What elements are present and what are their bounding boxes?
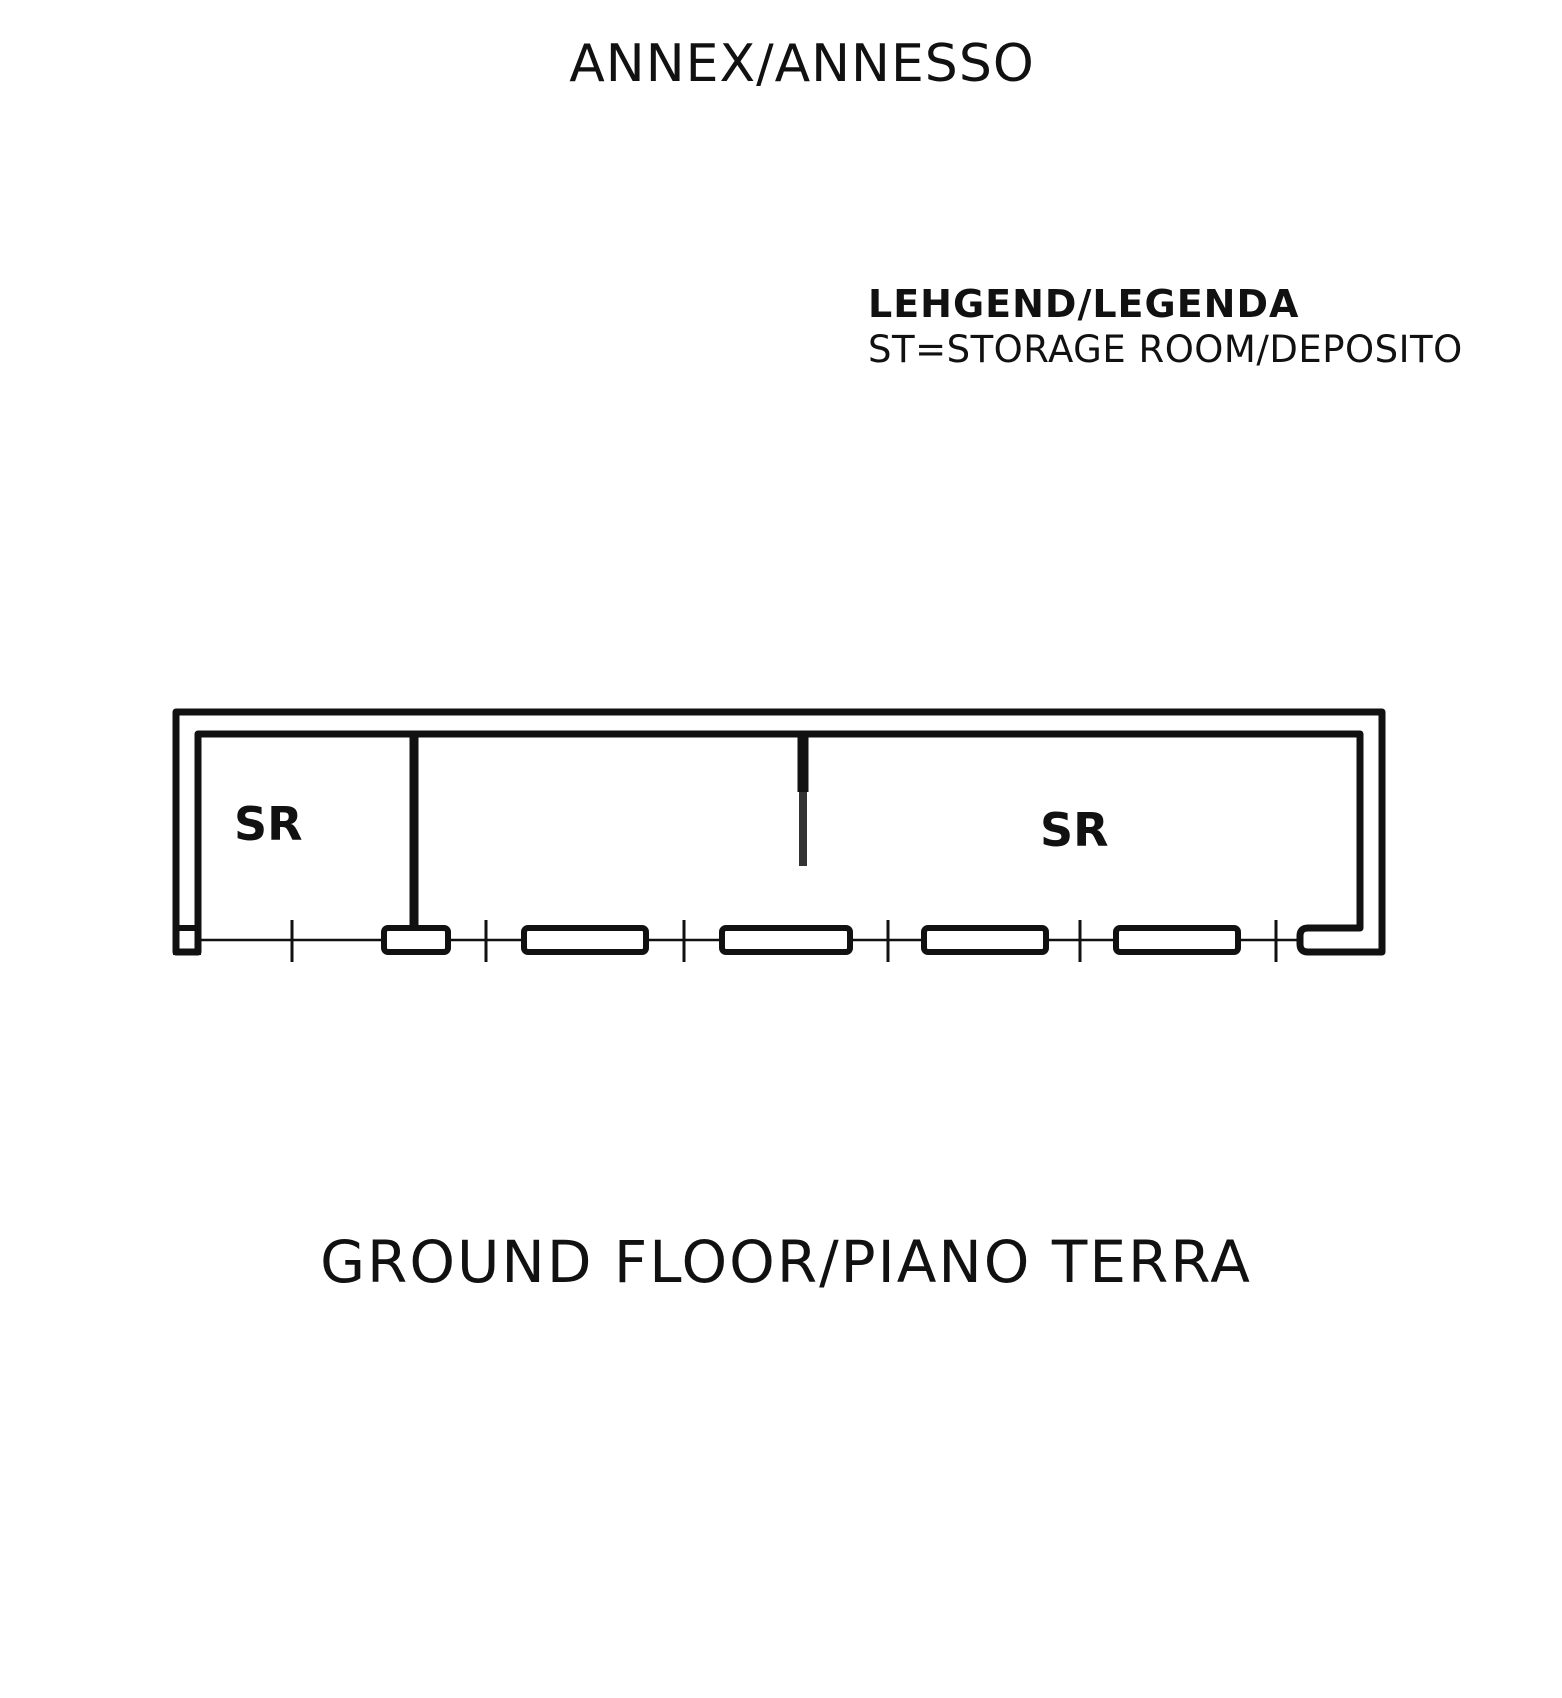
legend-entry-storage-room: ST=STORAGE ROOM/DEPOSITO [868,328,1463,371]
outer-wall [172,708,1386,956]
room-label-right: SR [1040,803,1109,857]
front-pillar [921,925,1049,955]
legend-heading: LEHGEND/LEGENDA [868,282,1300,326]
floor-label: GROUND FLOOR/PIANO TERRA [320,1228,1252,1296]
front-pillar [521,925,649,955]
front-pillar [719,925,853,955]
annex-title: ANNEX/ANNESSO [569,34,1035,94]
room-label-left: SR [234,797,303,851]
legend: LEHGEND/LEGENDA ST=STORAGE ROOM/DEPOSITO [868,282,1463,374]
front-pillar [1113,925,1241,955]
front-pillar [381,925,451,955]
